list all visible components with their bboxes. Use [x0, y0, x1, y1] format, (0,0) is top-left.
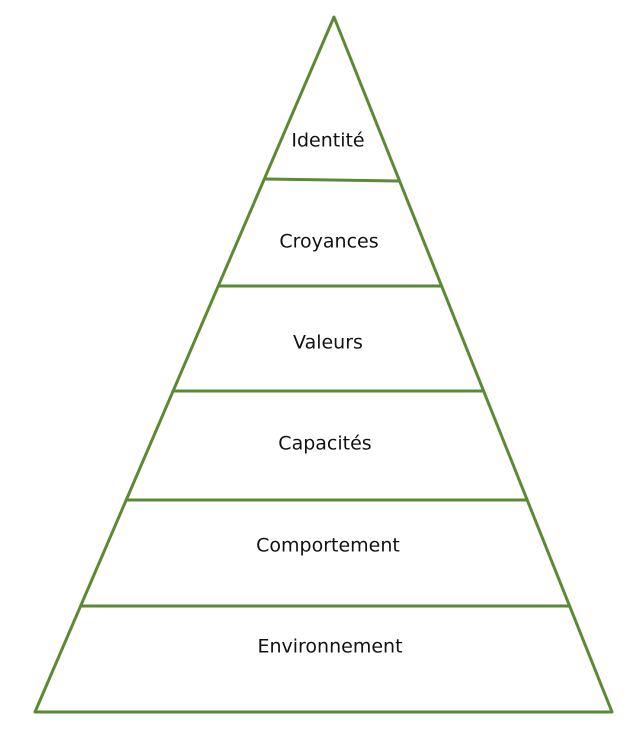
pyramid-outline: [33, 15, 614, 714]
level-label-valeurs: Valeurs: [293, 332, 363, 354]
level-divider-1: [264, 177, 400, 183]
level-label-environnement: Environnement: [257, 636, 402, 658]
level-label-comportement: Comportement: [256, 535, 400, 557]
level-label-croyances: Croyances: [279, 231, 378, 253]
level-label-identite: Identité: [291, 130, 364, 152]
level-label-capacites: Capacités: [278, 433, 371, 455]
